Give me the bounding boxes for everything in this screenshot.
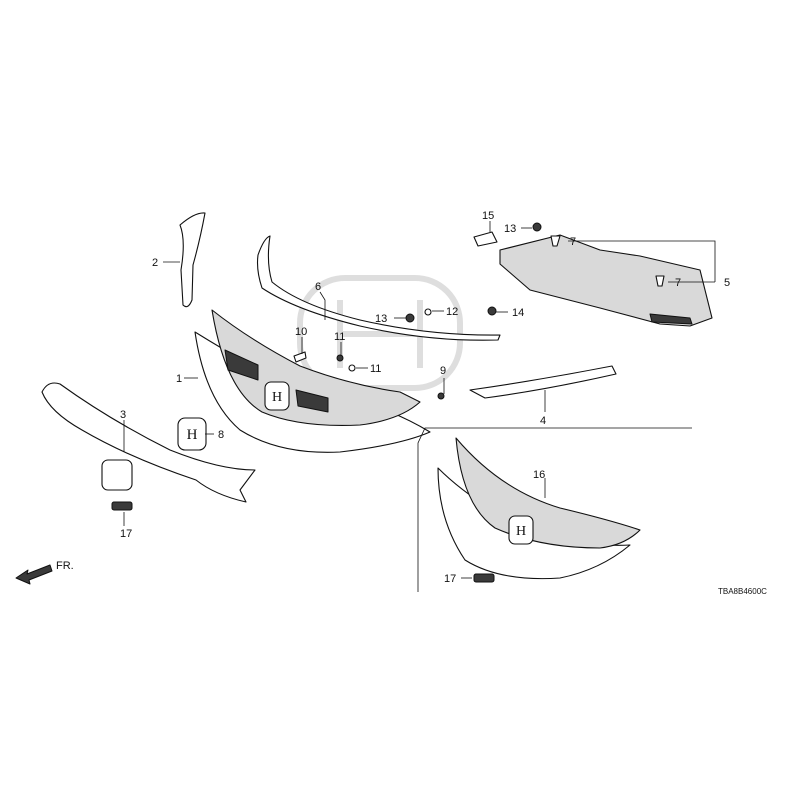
callout-7a: 7 [570, 236, 576, 248]
garnish-emblem-opening [101, 459, 133, 491]
front-arrow: FR. [15, 560, 74, 585]
part-upper-cover [499, 234, 713, 327]
svg-text:H: H [516, 524, 526, 539]
part-side-molding [179, 212, 206, 308]
callout-14: 14 [512, 307, 524, 319]
callout-3: 3 [120, 409, 126, 421]
part-side-strip [469, 365, 617, 399]
svg-text:H: H [187, 427, 198, 443]
callout-4: 4 [540, 415, 546, 427]
callout-15: 15 [482, 210, 494, 222]
callout-17a: 17 [120, 528, 132, 540]
part-lower-garnish [41, 382, 256, 503]
callout-1: 1 [176, 373, 182, 385]
alt-grille-emblem [508, 515, 534, 545]
callout-2: 2 [152, 257, 158, 269]
alt-badge [473, 573, 495, 583]
leader-lines [123, 221, 716, 579]
grille-emblem [264, 381, 290, 411]
callout-12: 12 [446, 306, 458, 318]
callout-16: 16 [533, 469, 545, 481]
part-label [473, 231, 498, 247]
callout-11a: 11 [334, 331, 345, 343]
inset-boundary [417, 427, 692, 592]
callout-13b: 13 [504, 223, 516, 235]
callout-7b: 7 [675, 277, 681, 289]
part-front-grille: H [194, 309, 431, 453]
front-arrow-label: FR. [56, 560, 74, 572]
callout-9: 9 [440, 365, 446, 377]
part-badge [111, 501, 133, 511]
part-upper-molding [256, 235, 501, 341]
callout-10: 10 [295, 326, 307, 338]
part-emblem: H [177, 417, 207, 451]
callout-11b: 11 [370, 363, 381, 375]
diagram-code: TBA8B4600C [718, 587, 767, 596]
part-alt-grille: H [437, 437, 641, 583]
callout-8: 8 [218, 429, 224, 441]
svg-text:H: H [272, 390, 282, 405]
callout-6: 6 [315, 281, 321, 293]
callout-5: 5 [724, 277, 730, 289]
callout-17b: 17 [444, 573, 456, 585]
callout-13a: 13 [375, 313, 387, 325]
